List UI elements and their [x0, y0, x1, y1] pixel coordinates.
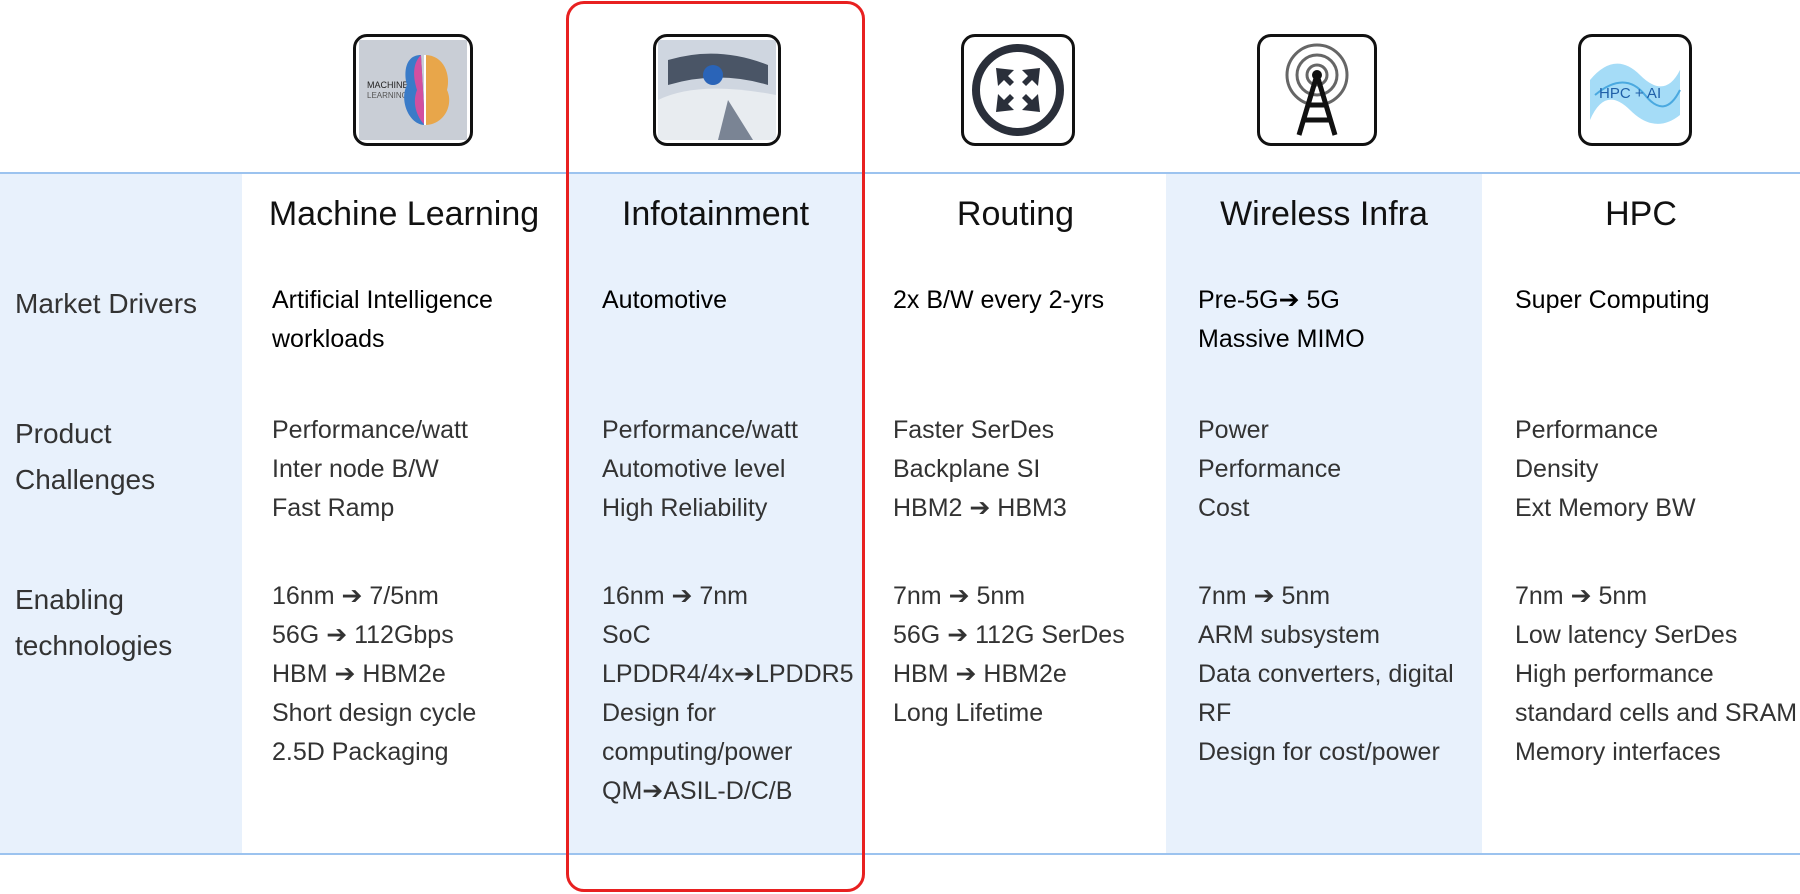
column-wireless-infra: Wireless Infra Pre-5G➔ 5G Massive MIMO Po… — [1166, 173, 1482, 854]
text-line: Automotive level — [602, 455, 786, 483]
text-line: Performance — [1515, 416, 1659, 444]
text-line: High Reliability — [602, 494, 768, 522]
text-line: standard cells and SRAM — [1515, 699, 1798, 727]
text-line: Performance — [1198, 455, 1342, 483]
column-title: Infotainment — [621, 195, 810, 233]
text-line: 56G ➔ 112G SerDes — [893, 621, 1125, 649]
market-drivers-cell: Artificial Intelligence workloads — [272, 281, 493, 359]
text-line: Ext Memory BW — [1515, 494, 1696, 522]
text-line: Short design cycle — [272, 699, 477, 727]
label-line: Product — [15, 418, 112, 449]
label-line: Enabling — [15, 584, 124, 615]
text-line: Long Lifetime — [893, 699, 1044, 727]
text-line: Cost — [1198, 494, 1250, 522]
market-drivers-cell: Pre-5G➔ 5G Massive MIMO — [1198, 281, 1365, 359]
column-title: Machine Learning — [268, 195, 540, 233]
text-line: HBM ➔ HBM2e — [272, 660, 446, 688]
text-line: Automotive — [602, 286, 728, 314]
text-line: Design for cost/power — [1198, 738, 1440, 766]
text-line: Low latency SerDes — [1515, 621, 1738, 649]
infotainment-highlight-box — [566, 1, 865, 892]
column-routing: Routing 2x B/W every 2-yrs Faster SerDes… — [865, 173, 1166, 854]
text-line: 2.5D Packaging — [272, 738, 449, 766]
text-line: Fast Ramp — [272, 494, 395, 522]
market-drivers-cell: Automotive — [602, 281, 727, 320]
bottom-divider — [0, 853, 1800, 855]
text-line: ARM subsystem — [1198, 621, 1380, 649]
label-line: technologies — [15, 630, 173, 661]
text-line: Performance/watt — [602, 416, 798, 444]
radio-tower-icon — [1257, 34, 1377, 146]
text-line: Backplane SI — [893, 455, 1041, 483]
column-title: Routing — [956, 195, 1075, 233]
text-line: Design for — [602, 699, 716, 727]
column-infotainment: Infotainment Automotive Performance/watt… — [566, 173, 865, 854]
text-line: Data converters, digital — [1198, 660, 1454, 688]
text-line: Density — [1515, 455, 1599, 483]
top-divider — [0, 172, 1800, 174]
svg-text:HPC + AI: HPC + AI — [1599, 85, 1661, 102]
text-line: Artificial Intelligence — [272, 286, 493, 314]
text-line: RF — [1198, 699, 1232, 727]
text-line: Memory interfaces — [1515, 738, 1721, 766]
text-line: SoC — [602, 621, 651, 649]
column-machine-learning: Machine Learning Artificial Intelligence… — [242, 173, 566, 854]
market-drivers-cell: 2x B/W every 2-yrs — [893, 281, 1104, 320]
text-line: Faster SerDes — [893, 416, 1055, 444]
text-line: Massive MIMO — [1198, 325, 1365, 353]
text-line: HBM2 ➔ HBM3 — [893, 494, 1067, 522]
svg-text:LEARNING: LEARNING — [367, 91, 408, 100]
market-drivers-cell: Super Computing — [1515, 281, 1710, 320]
text-line: QM➔ASIL-D/C/B — [602, 777, 793, 805]
text-line: Power — [1198, 416, 1269, 444]
text-line: Pre-5G➔ 5G — [1198, 286, 1340, 314]
hpc-ai-icon: HPC + AI — [1578, 34, 1692, 146]
row-label-market-drivers: Market Drivers — [15, 288, 198, 319]
text-line: 7nm ➔ 5nm — [1515, 582, 1648, 610]
text-line: 7nm ➔ 5nm — [893, 582, 1026, 610]
column-title: Wireless Infra — [1220, 195, 1428, 233]
infotainment-band — [566, 173, 865, 854]
text-line: 16nm ➔ 7/5nm — [272, 582, 439, 610]
text-line: 16nm ➔ 7nm — [602, 582, 749, 610]
text-line: 2x B/W every 2-yrs — [893, 286, 1105, 314]
text-line: Performance/watt — [272, 416, 468, 444]
text-line: workloads — [272, 325, 385, 353]
text-line: Super Computing — [1515, 286, 1710, 314]
car-interior-icon — [653, 34, 781, 146]
label-line: Challenges — [15, 464, 156, 495]
wireless-band — [1166, 173, 1482, 854]
text-line: Inter node B/W — [272, 455, 439, 483]
routing-arrows-icon — [961, 34, 1075, 146]
text-line: computing/power — [602, 738, 793, 766]
row-label-band — [0, 173, 242, 854]
svg-text:MACHINE: MACHINE — [367, 80, 409, 90]
column-title: HPC — [1605, 195, 1677, 233]
text-line: 56G ➔ 112Gbps — [272, 621, 454, 649]
text-line: High performance — [1515, 660, 1714, 688]
text-line: 7nm ➔ 5nm — [1198, 582, 1331, 610]
row-label-enabling-technologies: Enabling technologies — [15, 577, 172, 669]
text-line: LPDDR4/4x➔LPDDR5 — [602, 660, 854, 688]
text-line: HBM ➔ HBM2e — [893, 660, 1067, 688]
